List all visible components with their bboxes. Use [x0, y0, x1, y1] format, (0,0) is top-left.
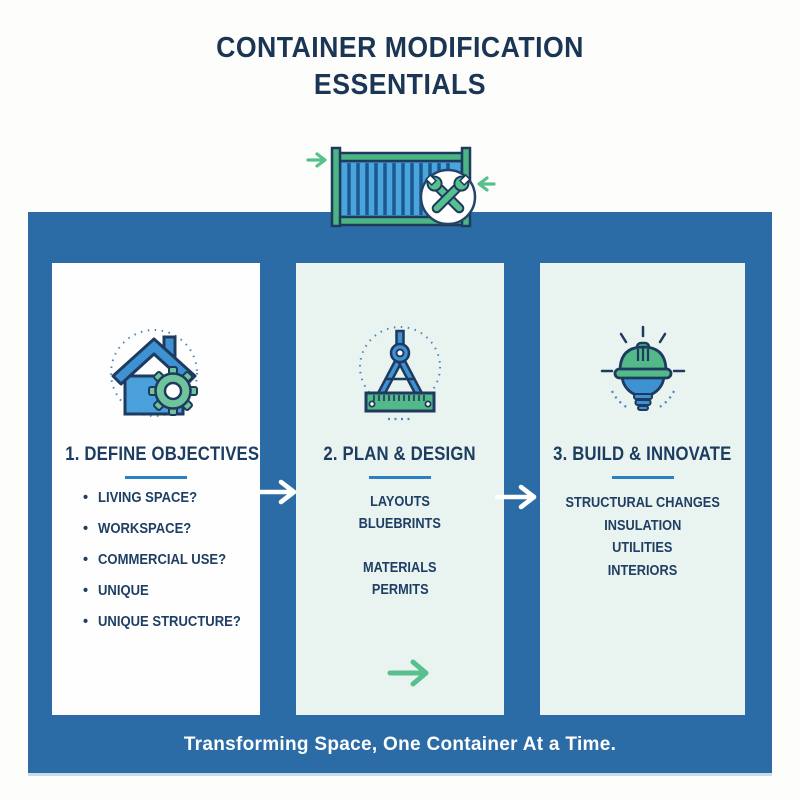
crossed-tools-badge-icon: [419, 168, 477, 226]
list-item-label: LIVING SPACE?: [98, 490, 198, 506]
list-item: UNIQUE STRUCTURE?: [83, 607, 257, 638]
list-item: INSULATION: [540, 515, 745, 538]
shipping-container-icon: [306, 146, 496, 228]
list-item-label: BLUEBRINTS: [358, 516, 442, 532]
step-heading: 1. DEFINE OBJECTIVES: [65, 444, 260, 465]
list-item-label: LAYOUTS: [370, 494, 430, 510]
main-panel: 1. DEFINE OBJECTIVES LIVING SPACE? WORKS…: [28, 212, 772, 773]
step1-icon-wrap: [52, 321, 260, 421]
heading-underline: [125, 476, 187, 479]
list-item-label: UNIQUE STRUCTURE?: [98, 614, 241, 630]
flow-arrow-icon: [255, 479, 297, 505]
list-item: UTILITIES: [540, 537, 745, 560]
step-heading: 3. BUILD & INNOVATE: [553, 444, 732, 465]
list-item: STRUCTURAL CHANGES: [540, 492, 745, 515]
step2-icon-wrap: [296, 321, 504, 425]
step3-icon-wrap: [540, 321, 745, 421]
list-item-label: MATERIALS: [363, 560, 437, 576]
list-item: UNIQUE: [83, 576, 257, 607]
list-item: LIVING SPACE?: [83, 483, 257, 514]
house-gear-icon: [110, 329, 198, 417]
list-item: BLUEBRINTS: [296, 513, 504, 535]
list-item-label: UTILITIES: [612, 540, 673, 556]
objectives-list: LIVING SPACE? WORKSPACE? COMMERCIAL USE?…: [83, 483, 257, 638]
plan-list: LAYOUTS BLUEBRINTS MATERIALS PERMITS: [296, 491, 504, 601]
flow-arrow-icon: [495, 484, 537, 510]
list-item-label: UNIQUE: [98, 583, 149, 599]
page-title: CONTAINER MODIFICATION ESSENTIALS: [216, 32, 584, 101]
drafting-compass-ruler-icon: [359, 326, 441, 421]
step2-heading-wrap: 2. PLAN & DESIGN: [296, 443, 504, 466]
step1-heading-wrap: 1. DEFINE OBJECTIVES: [52, 443, 260, 466]
step3-heading-wrap: 3. BUILD & INNOVATE: [540, 443, 745, 466]
green-arrow-right-icon: [387, 659, 429, 687]
heading-underline: [369, 476, 431, 479]
build-list: STRUCTURAL CHANGES INSULATION UTILITIES …: [540, 492, 745, 582]
step-card-build-innovate: 3. BUILD & INNOVATE STRUCTURAL CHANGES I…: [540, 263, 745, 715]
step-card-define-objectives: 1. DEFINE OBJECTIVES LIVING SPACE? WORKS…: [52, 263, 260, 715]
list-item: PERMITS: [296, 579, 504, 601]
container-illustration: [306, 140, 496, 236]
list-item: LAYOUTS: [296, 491, 504, 513]
list-item: WORKSPACE?: [83, 514, 257, 545]
step-card-plan-design: 2. PLAN & DESIGN LAYOUTS BLUEBRINTS MATE…: [296, 263, 504, 715]
heading-underline: [611, 476, 674, 479]
arrow-left-icon: [477, 176, 496, 192]
list-item: COMMERCIAL USE?: [83, 545, 257, 576]
list-item: INTERIORS: [540, 560, 745, 583]
hardhat-lightbulb-icon: [600, 325, 685, 411]
list-item: MATERIALS: [296, 557, 504, 579]
list-item-label: STRUCTURAL CHANGES: [565, 495, 720, 511]
list-item-label: INTERIORS: [607, 562, 678, 579]
list-item-label: WORKSPACE?: [98, 521, 192, 537]
step-heading: 2. PLAN & DESIGN: [323, 444, 477, 465]
arrow-right-icon: [306, 152, 327, 168]
list-item-label: INSULATION: [603, 517, 682, 534]
tagline: Transforming Space, One Container At a T…: [183, 734, 617, 755]
list-item-label: PERMITS: [371, 582, 429, 598]
list-item-label: COMMERCIAL USE?: [98, 552, 227, 568]
